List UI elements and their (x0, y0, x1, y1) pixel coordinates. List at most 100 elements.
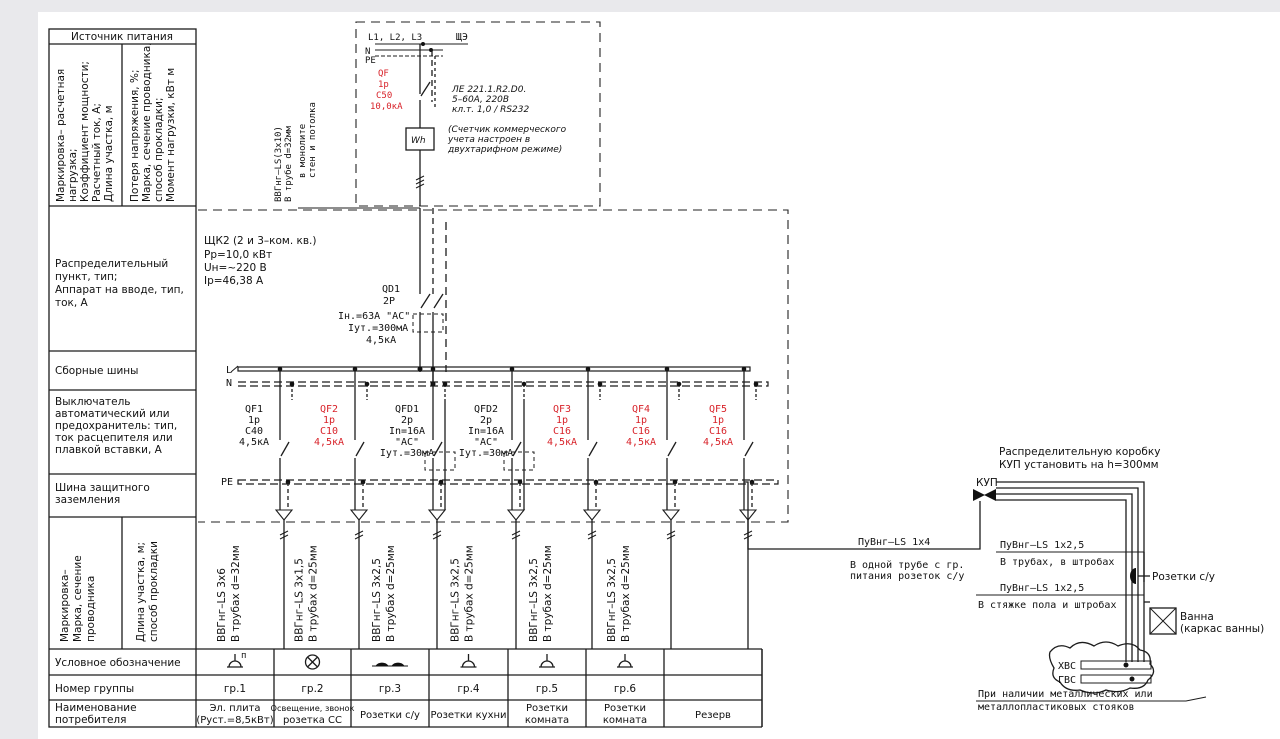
panel-pp: Рр=10,0 кВт (204, 249, 272, 261)
kup-label: КУП (976, 477, 998, 489)
panel-title: ЩК2 (2 и 3–ком. кв.) (204, 235, 317, 247)
stove-icon: п (227, 651, 246, 668)
socket-icon (460, 654, 477, 668)
qd1-3: Iн.=63А "АС" (338, 311, 410, 322)
left-table-frame (48, 28, 763, 728)
hvs-pipe (1080, 660, 1152, 670)
breaker-4-line-5: Iут.=30мА (459, 448, 513, 459)
symbol-label: Условное обозначение (55, 657, 181, 669)
socket-icon (539, 654, 555, 668)
input-qf-3: C50 (376, 91, 392, 101)
marking-a-5: Длина участка, м (103, 106, 115, 203)
breaker-1-line-1: QF1 (245, 404, 263, 415)
breaker-7-line-1: QF5 (709, 404, 727, 415)
cable2-note: В стяжке пола и штробах (978, 599, 1116, 611)
group-4-laying: В трубах d=25мм (464, 545, 476, 642)
breaker-7-line-4: 4,5кА (703, 437, 733, 448)
group-4-cable: ВВГнг–LS 3х2,5 (450, 558, 462, 642)
kup-box-right (984, 489, 996, 501)
cable1-note: В трубах, в штробах (1000, 556, 1114, 568)
input-qf-4: 10,0кА (370, 102, 403, 112)
distribution-point-label-2: пункт, тип; (55, 271, 117, 283)
bath-label-1: Ванна (1180, 611, 1214, 623)
input-cable-text: ВВГнг–LS(3х10) В трубе d=32мм в монолите… (274, 102, 318, 202)
breaker-4-line-3: In=16A (468, 426, 504, 437)
group-2-consumer-1: Освещение, звонок (271, 703, 355, 713)
breaker-2-line-3: C10 (320, 426, 338, 437)
kup-box-left (973, 489, 985, 501)
n-label: N (365, 47, 370, 57)
group-1-laying: В трубах d=32мм (230, 545, 242, 642)
cable1: ПуВнг–LS 1х2,5 (1000, 540, 1084, 551)
breaker-group: QF11pC404,5кАQF21pC104,5кАQFD12pIn=16A"A… (239, 366, 759, 649)
group-6-cable: ВВГнг–LS 3х2,5 (606, 558, 618, 642)
marking-a-1: Маркировка– расчетная (55, 69, 67, 202)
gvs-label: ГВС (1058, 675, 1076, 686)
meter-note-2: учета настроен в (447, 135, 530, 145)
breaker-7-line-2: 1p (712, 415, 724, 426)
qd1-2: 2P (383, 296, 395, 307)
group-5-consumer-1: Розетки (526, 703, 568, 714)
breaker-label-1: Выключатель (55, 396, 131, 408)
meter-note-1: (Счетчик коммерческого (448, 125, 567, 135)
breaker-5-line-3: C16 (553, 426, 571, 437)
cable-b-2: способ прокладки (148, 541, 160, 642)
group-3-consumer-1: Розетки с/у (360, 710, 420, 721)
breaker-3-line-1: QFD1 (395, 404, 419, 415)
breaker-4-line-1: QFD2 (474, 404, 498, 415)
cable2: ПуВнг–LS 1х2,5 (1000, 583, 1084, 594)
distribution-point-label-3: Аппарат на вводе, тип, (55, 284, 184, 296)
consumer-name-label-2: потребителя (55, 714, 126, 726)
sockets-label: Розетки с/у (1152, 571, 1215, 583)
drawing-sheet: Источник питания Распределительный пункт… (38, 12, 1280, 739)
marking-b-2: Марка, сечение проводника, (141, 42, 153, 202)
group-1-consumer-1: Эл. плита (209, 703, 260, 714)
bottom-note-1: При наличии металлических или (978, 689, 1153, 700)
breaker-label-4: ток расцепителя или (55, 432, 173, 444)
cable-a-3: проводника (85, 576, 97, 642)
cable-a-1: Маркировка– (59, 569, 71, 642)
gvs-pipe (1080, 674, 1152, 684)
meter-label: Wh (411, 136, 426, 146)
group-6-laying: В трубах d=25мм (620, 545, 632, 642)
bus-l (237, 366, 751, 372)
breaker-6-line-4: 4,5кА (626, 437, 656, 448)
cable-rows-a: Маркировка– Марка, сечение проводника (59, 555, 97, 642)
breaker-label-2: автоматический или (55, 408, 170, 420)
panel-section: ЩК2 (2 и 3–ком. кв.) Рр=10,0 кВт Uн=~220… (198, 208, 789, 523)
qd1-1: QD1 (382, 284, 400, 295)
bus-n (237, 381, 769, 387)
marking-a-4: Расчетный ток, А; (91, 103, 103, 202)
bottom-note-2: металлопластиковых стояков (978, 702, 1135, 713)
bus-pe (237, 479, 779, 485)
cable-b-1: Длина участка, м; (135, 542, 147, 642)
input-cable-1: ВВГнг–LS(3х10) (274, 126, 284, 202)
breaker-5-line-1: QF3 (553, 404, 571, 415)
breaker-3-line-5: Iут.=30мА (380, 448, 434, 459)
cable-rows-b: Длина участка, м; способ прокладки (135, 541, 160, 642)
group-1-consumer-2: (Руст.=8,5кВт) (196, 715, 273, 726)
group-3-cable: ВВГнг–LS 3х2,5 (371, 558, 383, 642)
group-5-laying: В трубах d=25мм (542, 545, 554, 642)
marking-a-3: Коэффициент мощности; (79, 61, 91, 202)
group-2-number: гр.2 (301, 683, 323, 695)
bus-pe-label: PE (221, 477, 233, 488)
breaker-5-line-4: 4,5кА (547, 437, 577, 448)
group-2-laying: В трубах d=25мм (308, 545, 320, 642)
meter-spec-1: ЛЕ 221.1.R2.D0. (451, 85, 526, 95)
group-5-consumer-2: комната (525, 715, 569, 726)
breaker-3-line-2: 2p (401, 415, 413, 426)
marking-b-4: Момент нагрузки, кВт м (165, 68, 177, 202)
breaker-3-line-4: "AC" (395, 437, 419, 448)
